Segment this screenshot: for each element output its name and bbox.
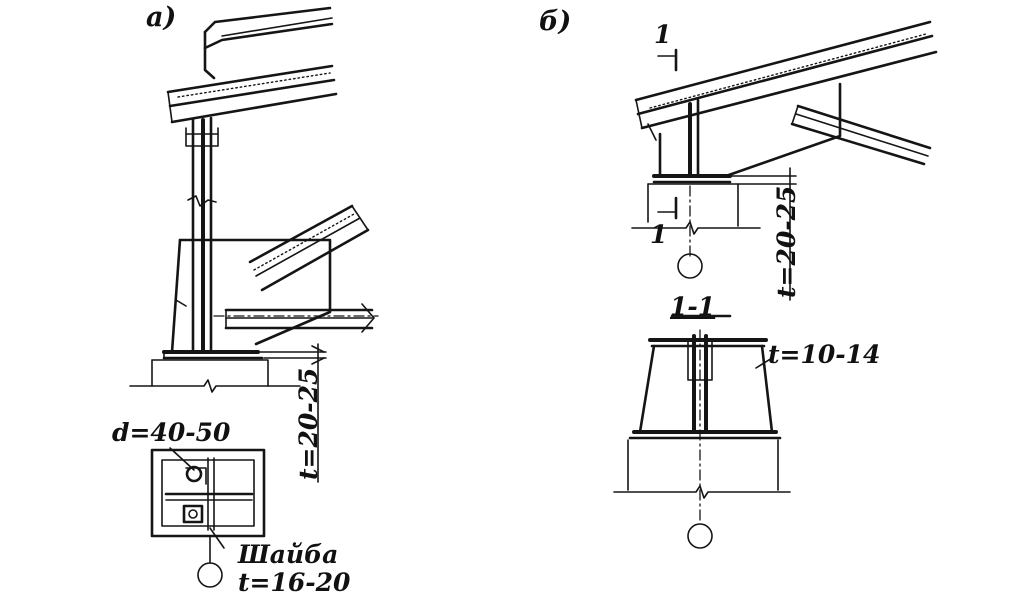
panel-b-base	[631, 174, 761, 279]
panel-a-dimension	[257, 343, 327, 483]
panel-b-section-marks	[657, 48, 678, 220]
panel-a-support	[129, 359, 301, 393]
panel-b-diagonal-brace	[790, 104, 932, 166]
panel-b-rafter	[634, 20, 938, 141]
panel-b-drawing	[613, 20, 938, 549]
anchor-hole-label: d=40-50	[112, 418, 231, 447]
panel-a-label: а)	[146, 2, 177, 33]
panel-a-thickness-dimension: t=20-25	[294, 367, 323, 480]
panel-a-diagonal-brace	[248, 204, 370, 292]
washer-thickness-label: t=16-20	[238, 568, 351, 597]
panel-a-gusset	[170, 238, 332, 354]
panel-b-label: б)	[539, 6, 572, 37]
panel-a-upper-beam	[203, 6, 334, 80]
panel-a-drawing	[129, 6, 379, 588]
rib-thickness-label: t=10-14	[768, 340, 881, 369]
panel-a-column	[185, 116, 219, 354]
section-title: 1-1	[670, 292, 716, 321]
panel-b-thickness-dimension: t=20-25	[772, 185, 801, 298]
section-mark-top: 1	[654, 20, 672, 49]
washer-label: Шайба	[238, 540, 339, 569]
panel-b-dimension	[729, 167, 797, 301]
section-1-1	[613, 314, 791, 549]
panel-a-rafter	[166, 64, 338, 124]
section-mark-bottom: 1	[650, 220, 668, 249]
panel-a-base-plate	[162, 350, 264, 360]
panel-a-bottom-chord	[213, 303, 379, 333]
panel-a-anchor-plan	[150, 447, 266, 588]
